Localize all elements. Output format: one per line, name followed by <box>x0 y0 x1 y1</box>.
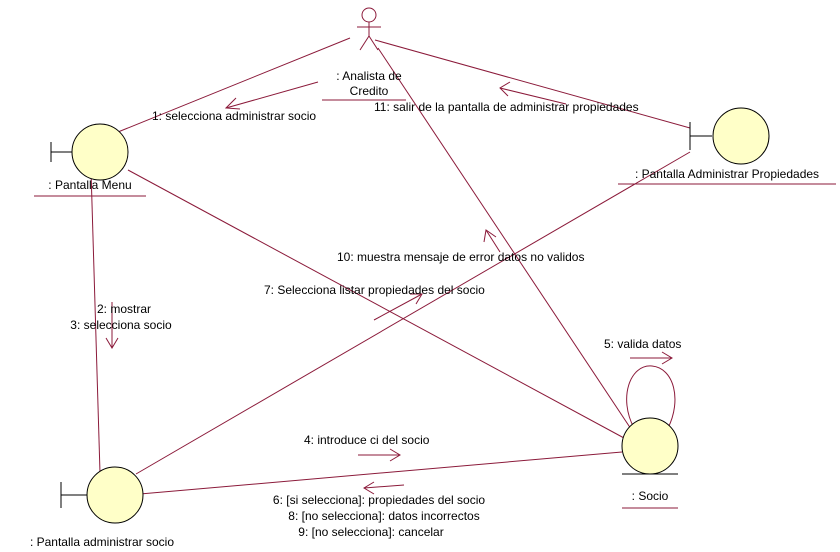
boundary-circle <box>86 466 144 524</box>
actor-analista <box>322 7 406 101</box>
boundary-pantalla-admin-socio[interactable] <box>60 466 144 524</box>
link-menu-admin-socio <box>90 169 101 474</box>
arrow-m7 <box>373 293 423 321</box>
boundary-circle <box>71 123 129 181</box>
message-1-label: 1: selecciona administrar socio <box>152 109 316 123</box>
entity-socio[interactable] <box>621 417 679 509</box>
message-11-label: 11: salir de la pantalla de administrar … <box>374 100 639 114</box>
arrow-m1 <box>225 81 319 109</box>
message-10-label: 10: muestra mensaje de error datos no va… <box>337 250 584 264</box>
actor-name-line2: Credito <box>350 84 389 98</box>
message-4-label: 4: introduce ci del socio <box>304 433 430 447</box>
message-6-label: 6: [si selecciona]: propiedades del soci… <box>273 493 485 507</box>
link-admin-socio-socio <box>139 451 623 495</box>
arrow-m5-head <box>661 351 673 365</box>
link-actor-socio <box>377 47 636 436</box>
actor-name-line1: : Analista de <box>336 69 402 83</box>
arrow-m2-m3-head <box>105 337 119 349</box>
link-actor-menu <box>117 37 351 133</box>
arrow-m7-head <box>410 293 423 305</box>
arrow-m11-head <box>499 81 511 97</box>
link-menu-socio <box>127 169 625 439</box>
message-7-label: 7: Selecciona listar propiedades del soc… <box>264 283 485 297</box>
arrow-m6 <box>363 484 405 489</box>
message-3-label: 3: selecciona socio <box>70 318 172 332</box>
message-arrows <box>105 81 673 495</box>
boundary-circle <box>712 107 770 165</box>
link-socio-self <box>626 365 676 429</box>
socio-label: : Socio <box>632 489 669 503</box>
message-9-label: 9: [no selecciona]: cancelar <box>298 525 443 539</box>
arrow-m11 <box>499 87 567 105</box>
actor-head <box>361 7 377 23</box>
message-5-label: 5: valida datos <box>604 337 681 351</box>
message-8-label: 8: [no selecciona]: datos incorrectos <box>288 509 479 523</box>
pantalla-admin-propiedades-label: : Pantalla Administrar Propiedades <box>635 167 819 181</box>
boundary-pantalla-admin-propiedades[interactable] <box>618 107 836 185</box>
actor-leg-right <box>368 35 379 51</box>
pantalla-admin-socio-label: : Pantalla administrar socio <box>30 535 174 549</box>
arrow-m10 <box>485 229 501 253</box>
boundary-pantalla-menu[interactable] <box>34 123 146 197</box>
link-actor-admin-propiedades <box>374 39 691 129</box>
link-admin-socio-admin-propiedades <box>135 151 691 475</box>
message-2-label: 2: mostrar <box>97 302 151 316</box>
arrow-m6-head <box>363 481 375 495</box>
pantalla-menu-label: : Pantalla Menu <box>48 178 131 192</box>
arrow-m10-head <box>483 229 497 243</box>
arrow-m1-head <box>224 97 241 110</box>
entity-circle <box>621 417 679 475</box>
actor-leg-left <box>359 35 370 51</box>
links <box>90 37 691 495</box>
arrow-m4-head <box>389 448 401 462</box>
